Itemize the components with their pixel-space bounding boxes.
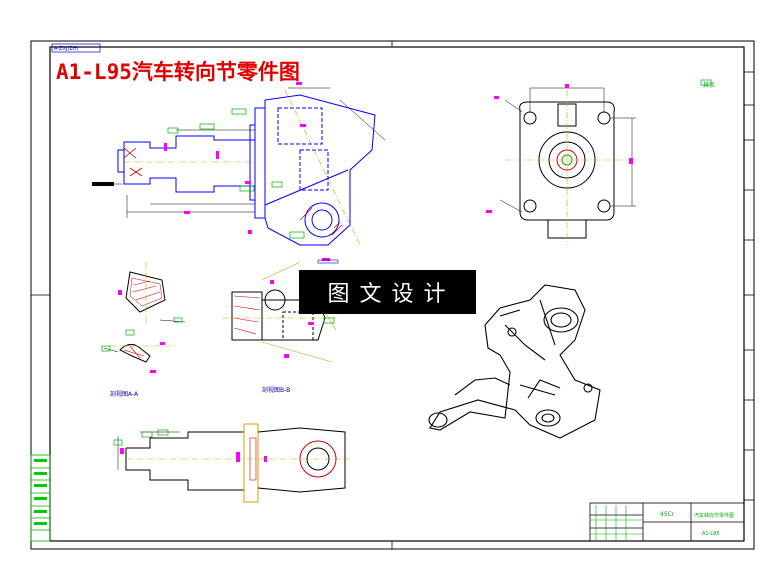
title-block-name: 汽车转向节零件图	[694, 512, 734, 519]
right-margin-ticks	[31, 41, 754, 549]
section-b-label: 剖视图B-B	[262, 386, 290, 394]
section-a-view	[101, 262, 186, 373]
left-revision-column	[30, 454, 51, 542]
isometric-view	[428, 284, 601, 439]
left-column-text	[34, 459, 47, 525]
title-block-green-grid	[590, 505, 643, 540]
title-block	[589, 502, 745, 542]
inner-border	[49, 46, 745, 542]
section-a-label: 剖视图A-A	[110, 390, 139, 398]
top-left-tag-box	[51, 43, 101, 53]
drawing-title: A1-L95汽车转向节零件图	[56, 60, 300, 84]
main-view	[92, 82, 386, 264]
roughness-note: 其余	[703, 81, 715, 89]
material-label: 45Cr	[660, 511, 675, 518]
title-block-code: A1-L95	[702, 531, 720, 537]
lower-view	[113, 423, 350, 503]
front-view	[486, 79, 712, 245]
watermark-banner: 图文设计	[299, 270, 476, 314]
top-left-tag-text: A-ZXJ(ZH)	[54, 46, 79, 52]
